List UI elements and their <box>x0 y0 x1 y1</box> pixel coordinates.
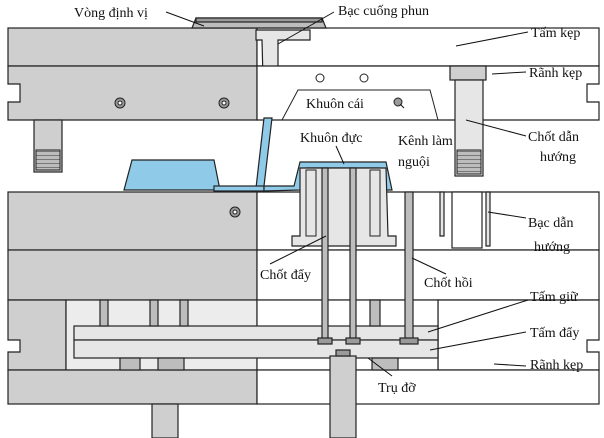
label-return-pin: Chốt hồi <box>424 276 473 291</box>
return-pin <box>399 191 419 345</box>
push-rods <box>99 299 399 371</box>
label-ejector-plate: Tấm đẩy <box>530 326 579 341</box>
core-insert <box>291 167 397 247</box>
label-locating-ring: Vòng định vị <box>74 6 148 21</box>
label-guide-bush-2: hướng <box>534 240 570 255</box>
support-plate <box>7 249 600 301</box>
label-support-pillar: Trụ đỡ <box>378 381 416 396</box>
cavity-insert <box>281 73 439 121</box>
guide-bush <box>439 191 491 249</box>
label-cavity: Khuôn cái <box>306 97 364 112</box>
ejector-pins <box>317 167 361 345</box>
stationary-plate <box>7 65 600 121</box>
label-cooling-line-1: Kênh làm <box>398 134 453 149</box>
label-sprue-bushing: Bạc cuống phun <box>338 4 429 19</box>
support-pillar <box>151 349 357 438</box>
guide-pin-left <box>33 119 63 173</box>
label-retainer-plate: Tấm giữ <box>530 290 578 305</box>
label-guide-pin-1: Chốt dẫn <box>528 130 579 145</box>
locating-ring <box>191 17 327 29</box>
label-clamp-plate-top: Tấm kẹp <box>531 26 580 41</box>
label-guide-pin-2: hướng <box>540 150 576 165</box>
label-cooling-line-2: nguội <box>398 155 430 170</box>
top-clamp-plate <box>7 27 600 67</box>
retainer-plate <box>73 325 439 341</box>
leader-lines <box>165 11 529 377</box>
label-ejector-pin: Chốt đẩy <box>260 268 311 283</box>
label-guide-bush-1: Bạc dẫn <box>528 216 573 231</box>
guide-pin-right <box>449 65 487 177</box>
labels: Vòng định vị Bạc cuống phun Tấm kẹp Rãnh… <box>74 4 583 396</box>
label-clamp-slot-top: Rãnh kẹp <box>529 66 582 81</box>
ejector-plate <box>73 339 439 359</box>
bottom-clamp-plate <box>7 369 600 405</box>
label-core: Khuôn đực <box>300 131 362 146</box>
label-clamp-slot-bottom: Rãnh kẹp <box>530 358 583 373</box>
